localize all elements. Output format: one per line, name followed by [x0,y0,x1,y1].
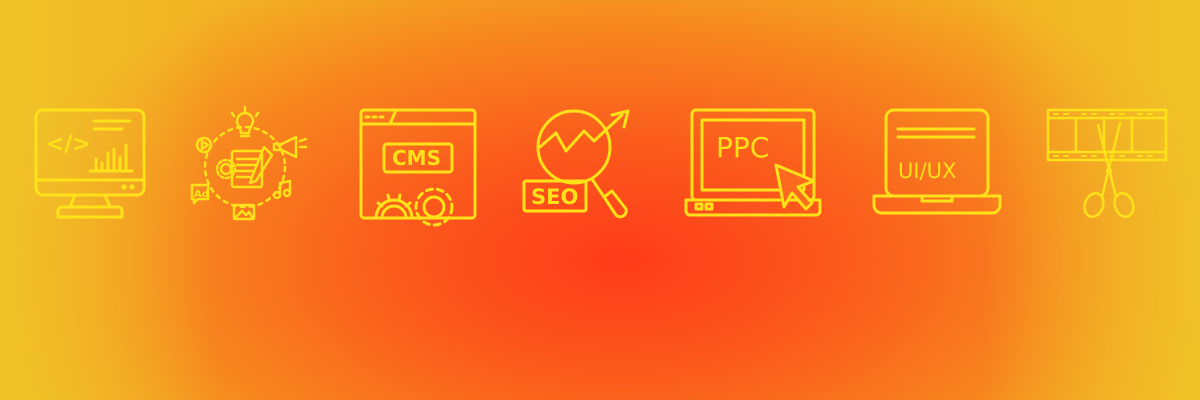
cms-label: CMS [392,146,441,170]
ui-ux-label: UI/UX [898,159,956,183]
code-text: </> [46,132,91,157]
video-editing-icon [1028,85,1188,245]
ppc-label: PPC [716,131,769,164]
ui-ux-icon: UI/UX [856,85,1016,245]
seo-label: SEO [531,185,578,209]
ppc-icon: PPC [672,85,832,245]
content-marketing-icon: Ad [170,85,330,245]
ad-badge-text: Ad [194,189,209,200]
cms-icon: CMS [338,85,498,245]
web-development-monitor-icon: </> [10,85,170,245]
seo-icon: SEO [500,85,660,245]
